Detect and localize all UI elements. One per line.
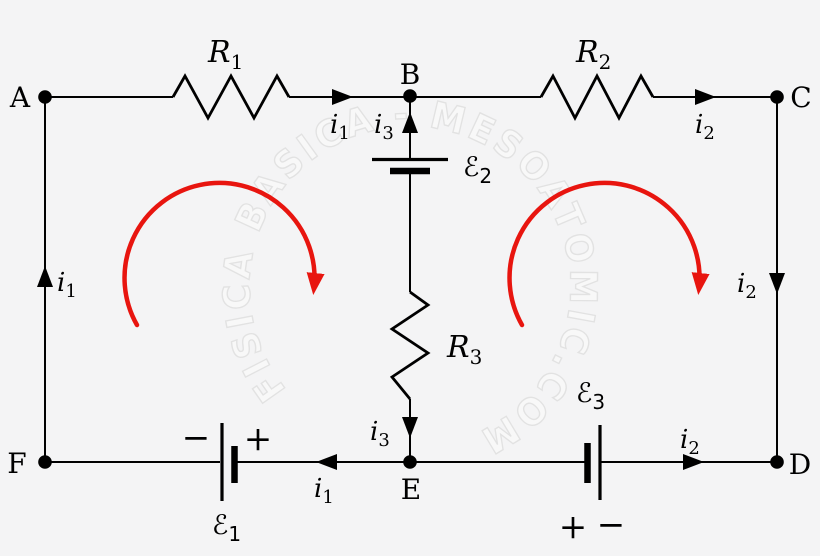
current-arrow-i2-bottom <box>683 454 704 470</box>
emf1-minus-sign: − <box>182 418 211 458</box>
current-arrow-i1-top <box>332 89 353 105</box>
current-label-i1-top: i1 <box>330 110 350 144</box>
resistor-r3 <box>389 290 431 400</box>
resistor-r1 <box>171 73 291 121</box>
battery-emf3 <box>584 425 602 500</box>
i3-base: i <box>374 110 382 140</box>
current-label-i2-bottom: i2 <box>680 425 700 459</box>
i3-base-bottom: i <box>370 417 378 447</box>
node-dot-f <box>38 455 52 469</box>
emf2-sub: 2 <box>479 164 492 188</box>
emf1-base: ℰ <box>212 510 228 541</box>
i2-sub-bottom: 2 <box>688 438 699 459</box>
node-label-b: B <box>400 58 421 91</box>
loop-arrow-right <box>507 180 710 328</box>
emf1-sub: 1 <box>228 522 241 546</box>
r1-sub: 1 <box>231 50 244 74</box>
node-dot-e <box>403 455 417 469</box>
node-dot-d <box>770 455 784 469</box>
i1-sub: 1 <box>338 123 349 144</box>
i3-sub-bottom: 3 <box>378 430 389 451</box>
i1-base: i <box>330 110 338 140</box>
i2-sub: 2 <box>703 123 714 144</box>
emf3-minus-sign: − <box>597 505 626 545</box>
current-label-i3-bottom: i3 <box>370 417 390 451</box>
i2-base-bottom: i <box>680 425 688 455</box>
loop-arrow-left <box>122 180 325 328</box>
i1-sub-left: 1 <box>65 281 76 302</box>
current-label-i2-right: i2 <box>737 269 757 303</box>
emf3-plus-sign: + <box>559 507 588 547</box>
emf3-sub: 3 <box>592 390 605 414</box>
emf2-label: ℰ2 <box>463 152 492 188</box>
node-label-c: C <box>790 81 811 114</box>
r3-sub: 3 <box>470 345 483 369</box>
current-arrow-i2-top <box>695 89 716 105</box>
node-dot-a <box>38 90 52 104</box>
resistor-r2-label: R2 <box>575 35 611 74</box>
i2-sub-right: 2 <box>745 282 756 303</box>
r2-sub: 2 <box>599 50 612 74</box>
node-label-f: F <box>7 447 26 480</box>
r2-base: R <box>575 35 599 70</box>
r3-base: R <box>446 330 470 365</box>
resistor-r1-label: R1 <box>207 35 243 74</box>
i1-base-left: i <box>57 268 65 298</box>
current-label-i3-top: i3 <box>374 110 394 144</box>
emf1-plus-sign: + <box>244 419 273 459</box>
resistor-r3-label: R3 <box>446 330 482 369</box>
battery-emf1 <box>220 423 238 501</box>
emf3-base: ℰ <box>576 378 592 409</box>
current-arrow-i1-bottom <box>316 454 337 470</box>
emf2-base: ℰ <box>463 152 479 183</box>
current-label-i1-left: i1 <box>57 268 77 302</box>
current-arrow-i3-up <box>402 112 418 133</box>
i2-base: i <box>695 110 703 140</box>
node-label-e: E <box>401 473 421 506</box>
node-dot-b <box>403 89 417 103</box>
node-label-a: A <box>9 81 31 114</box>
current-label-i2-top: i2 <box>695 110 715 144</box>
current-arrow-i3-down <box>402 417 418 438</box>
current-label-i1-bottom: i1 <box>314 474 334 508</box>
i3-sub: 3 <box>382 123 393 144</box>
battery-emf2 <box>372 157 448 175</box>
node-dot-c <box>770 90 784 104</box>
current-arrow-i1-left <box>37 266 53 287</box>
current-arrow-i2-right <box>769 273 785 294</box>
emf3-label: ℰ3 <box>576 378 605 414</box>
i2-base-right: i <box>737 269 745 299</box>
i1-sub-bottom: 1 <box>322 487 333 508</box>
emf1-label: ℰ1 <box>212 510 241 546</box>
wires <box>44 96 778 463</box>
node-label-d: D <box>789 448 811 481</box>
r1-base: R <box>207 35 231 70</box>
i1-base-bottom: i <box>314 474 322 504</box>
resistor-r2 <box>539 72 655 122</box>
